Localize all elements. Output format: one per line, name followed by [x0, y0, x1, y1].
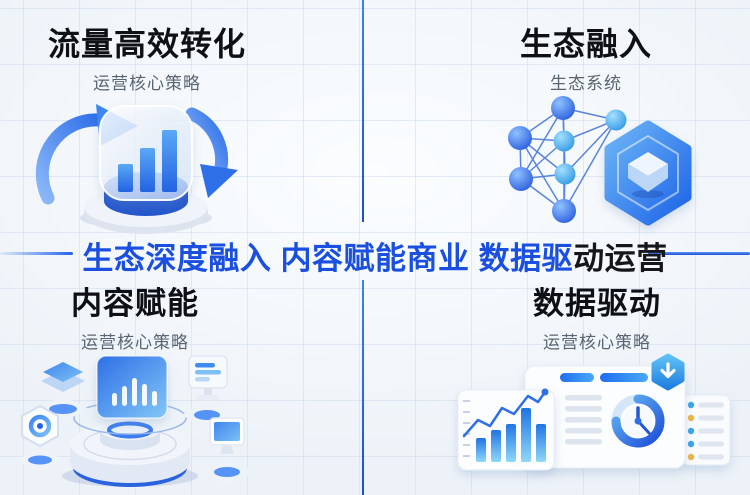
section-title: 流量高效转化 [47, 26, 246, 62]
section-subtitle: 生态系统 [550, 73, 622, 93]
checklist-card [681, 394, 731, 466]
vertical-divider-top [362, 0, 364, 222]
section-title: 内容赋能 [71, 286, 199, 321]
content-screen-icon [96, 355, 168, 419]
network-graph-icon [519, 107, 617, 212]
section-title: 数据驱动 [533, 286, 661, 321]
list-lines [565, 395, 602, 445]
section-top-right-header: 生态融入 生态系统 [466, 26, 706, 94]
bar-chart-icon [118, 130, 177, 192]
hexagon-ring-icon [16, 405, 64, 472]
vertical-divider-bottom [362, 280, 364, 495]
clock-icon [611, 394, 665, 448]
content-empowerment-illustration [16, 355, 255, 487]
traffic-conversion-illustration [35, 104, 238, 234]
section-subtitle: 运营核心策略 [543, 332, 651, 352]
center-banner: 生态深度融入 内容赋能商业 数据驱动运营 [0, 233, 750, 278]
ecosystem-illustration [508, 96, 692, 226]
main-dashboard-card [524, 365, 686, 469]
hexagon-badge-icon [604, 120, 692, 226]
data-driven-illustration [457, 353, 731, 471]
stage-pedestal [62, 401, 198, 487]
banner-plain-text: 动运营 [573, 241, 668, 276]
trend-line [462, 388, 549, 438]
document-monitor-icon [181, 355, 233, 428]
combo-chart-card [457, 388, 555, 471]
section-title: 生态融入 [519, 26, 652, 62]
bar-series [476, 408, 546, 462]
section-top-left-header: 流量高效转化 运营核心策略 [27, 26, 267, 94]
horizontal-divider-right [648, 252, 750, 255]
kpi-pills [560, 373, 648, 382]
network-nodes [508, 96, 627, 223]
section-bottom-right-header: 数据驱动 运营核心策略 [477, 286, 717, 353]
screen-monitor-icon [199, 417, 255, 486]
section-bottom-left-header: 内容赋能 运营核心策略 [15, 286, 255, 353]
section-subtitle: 运营核心策略 [81, 332, 189, 352]
download-badge-icon [651, 353, 685, 391]
horizontal-divider-left [0, 252, 73, 255]
section-subtitle: 运营核心策略 [93, 73, 201, 93]
banner-highlight-text: 生态深度融入 内容赋能商业 数据驱 [82, 241, 574, 276]
